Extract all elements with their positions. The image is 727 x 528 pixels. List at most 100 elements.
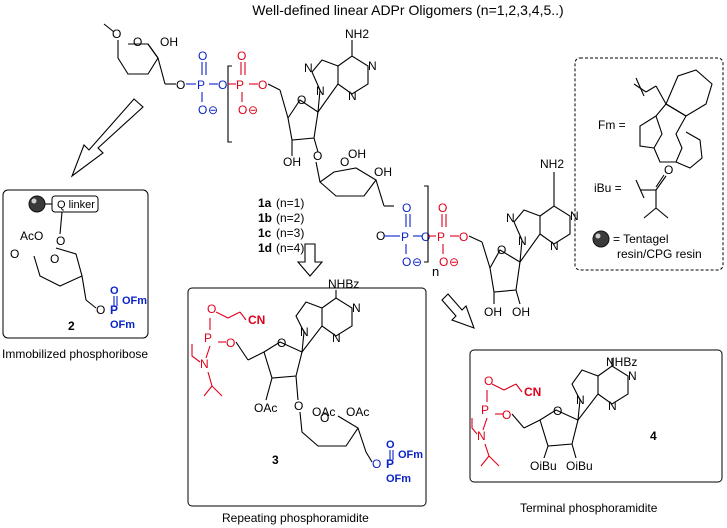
svg-text:N: N bbox=[576, 393, 585, 407]
svg-text:O: O bbox=[421, 230, 430, 244]
svg-text:O: O bbox=[277, 336, 286, 350]
svg-text:P: P bbox=[386, 457, 394, 471]
svg-text:O: O bbox=[402, 201, 411, 215]
svg-text:O: O bbox=[112, 27, 121, 41]
svg-text:NHBz: NHBz bbox=[606, 355, 637, 369]
svg-text:O: O bbox=[459, 230, 468, 244]
svg-text:O: O bbox=[176, 78, 185, 92]
svg-text:O: O bbox=[553, 404, 562, 418]
svg-text:NH2: NH2 bbox=[345, 27, 369, 41]
svg-text:N: N bbox=[304, 61, 313, 75]
svg-text:OiBu: OiBu bbox=[566, 459, 593, 473]
svg-text:2: 2 bbox=[68, 319, 75, 333]
svg-text:O: O bbox=[402, 255, 411, 269]
svg-text:N: N bbox=[518, 234, 527, 248]
svg-text:N: N bbox=[332, 331, 341, 345]
svg-text:(n=4): (n=4) bbox=[276, 241, 304, 255]
svg-text:4: 4 bbox=[650, 429, 657, 443]
svg-text:O: O bbox=[237, 49, 246, 63]
svg-text:N: N bbox=[348, 89, 357, 103]
svg-text:O: O bbox=[56, 234, 65, 248]
svg-text:resin/CPG resin: resin/CPG resin bbox=[617, 247, 702, 261]
svg-text:OFm: OFm bbox=[398, 449, 423, 461]
svg-text:O: O bbox=[294, 399, 303, 413]
svg-text:P: P bbox=[204, 331, 212, 345]
svg-text:1c: 1c bbox=[258, 226, 272, 240]
svg-text:P: P bbox=[481, 403, 489, 417]
svg-text:OFm: OFm bbox=[122, 295, 147, 307]
svg-text:O: O bbox=[664, 163, 673, 177]
svg-text:O: O bbox=[386, 439, 395, 451]
svg-text:O: O bbox=[439, 255, 448, 269]
svg-text:P: P bbox=[437, 230, 445, 244]
svg-text:N: N bbox=[608, 399, 617, 413]
svg-text:AcO: AcO bbox=[20, 229, 43, 243]
svg-text:O: O bbox=[96, 303, 105, 317]
svg-text:O: O bbox=[218, 78, 227, 92]
svg-text:O: O bbox=[484, 374, 493, 388]
svg-text:1d: 1d bbox=[258, 241, 272, 255]
svg-text:O: O bbox=[258, 78, 267, 92]
svg-text:OAc: OAc bbox=[254, 401, 277, 415]
svg-text:O: O bbox=[110, 285, 119, 297]
svg-text:(n=3): (n=3) bbox=[276, 226, 304, 240]
svg-text:O: O bbox=[372, 457, 381, 471]
svg-text:O: O bbox=[502, 408, 511, 422]
svg-text:OAc: OAc bbox=[312, 405, 335, 419]
svg-text:(n=1): (n=1) bbox=[276, 196, 304, 210]
svg-text:O: O bbox=[207, 302, 216, 316]
svg-text:O: O bbox=[438, 201, 447, 215]
svg-text:N: N bbox=[300, 325, 309, 339]
svg-text:⊖: ⊖ bbox=[412, 255, 422, 269]
svg-text:O: O bbox=[198, 49, 207, 63]
svg-text:CN: CN bbox=[524, 385, 541, 399]
compound-4-caption: Terminal phosphoramidite bbox=[520, 501, 658, 515]
svg-text:N: N bbox=[316, 84, 325, 98]
svg-text:= Tentagel: = Tentagel bbox=[613, 232, 669, 246]
compound-3-box: O CN P N O O OAc O N NHBz N N O OAc OAc … bbox=[187, 277, 427, 507]
svg-text:O: O bbox=[340, 155, 349, 169]
svg-text:O: O bbox=[50, 252, 59, 266]
scheme-title: Well-defined linear ADPr Oligomers (n=1,… bbox=[252, 2, 563, 18]
svg-text:N: N bbox=[352, 301, 361, 315]
svg-text:OH: OH bbox=[348, 147, 366, 161]
svg-text:OH: OH bbox=[160, 35, 178, 49]
svg-text:O: O bbox=[320, 411, 329, 425]
svg-text:O: O bbox=[133, 35, 142, 49]
svg-text:N: N bbox=[570, 209, 579, 223]
svg-text:O: O bbox=[313, 149, 322, 163]
svg-text:n: n bbox=[432, 264, 439, 279]
svg-text:OH: OH bbox=[283, 155, 301, 169]
legend-box: Fm = iBu = O = Tentagel resin/CPG resin bbox=[574, 57, 724, 271]
svg-text:OFm: OFm bbox=[110, 319, 135, 331]
svg-text:Fm =: Fm = bbox=[598, 118, 626, 132]
svg-text:⊖: ⊖ bbox=[449, 255, 459, 269]
svg-text:O: O bbox=[497, 243, 506, 257]
svg-text:O: O bbox=[376, 229, 385, 243]
svg-text:O: O bbox=[198, 103, 207, 117]
svg-text:P: P bbox=[236, 78, 244, 92]
svg-text:(n=2): (n=2) bbox=[276, 211, 304, 225]
svg-text:N: N bbox=[368, 59, 377, 73]
svg-text:O: O bbox=[10, 247, 19, 261]
svg-text:NHBz: NHBz bbox=[328, 277, 359, 291]
svg-text:P: P bbox=[401, 230, 409, 244]
svg-text:O: O bbox=[226, 336, 235, 350]
svg-text:O: O bbox=[297, 93, 306, 107]
retro-arrow-left bbox=[70, 98, 144, 178]
svg-text:P: P bbox=[197, 78, 205, 92]
svg-text:N: N bbox=[477, 429, 486, 443]
compound-3-caption: Repeating phosphoramidite bbox=[222, 511, 369, 525]
svg-text:N: N bbox=[506, 211, 515, 225]
svg-text:iBu =: iBu = bbox=[594, 181, 622, 195]
svg-text:Q linker: Q linker bbox=[57, 199, 95, 211]
svg-text:N: N bbox=[200, 357, 209, 371]
svg-text:O: O bbox=[238, 103, 247, 117]
svg-text:N: N bbox=[550, 239, 559, 253]
retro-arrow-right bbox=[441, 293, 475, 329]
svg-text:OH: OH bbox=[484, 305, 502, 319]
svg-text:3: 3 bbox=[272, 453, 279, 467]
svg-text:OiBu: OiBu bbox=[530, 459, 557, 473]
adpr-oligomer-structure: O O OH O P O O ⊖ O P O O ⊖ O O bbox=[103, 23, 579, 319]
